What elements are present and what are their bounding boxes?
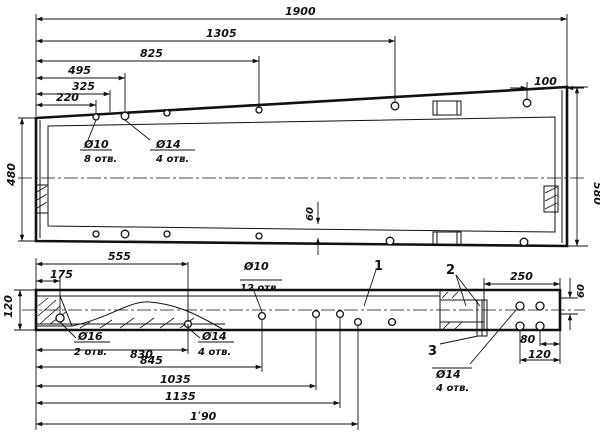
hole bbox=[353, 317, 363, 327]
dim-825: 825 bbox=[140, 47, 163, 60]
hole bbox=[522, 98, 532, 108]
top-crossmember-lower bbox=[432, 231, 462, 246]
hole bbox=[120, 111, 130, 121]
callout-d14-right: Ø14 bbox=[435, 368, 461, 381]
hole bbox=[92, 113, 100, 121]
dim-1190: 1ʹ90 bbox=[190, 410, 217, 423]
hole bbox=[515, 321, 525, 331]
dim-580: 580 bbox=[591, 182, 600, 205]
top-right-bracket bbox=[543, 185, 559, 213]
dim-60-side: 60 bbox=[576, 284, 587, 298]
dim-100: 100 bbox=[534, 75, 557, 88]
callout-d10: Ø10 bbox=[83, 138, 109, 151]
hole bbox=[515, 301, 525, 311]
callout-d10-side: Ø10 bbox=[243, 260, 269, 273]
hole bbox=[335, 309, 345, 319]
side-gusset bbox=[71, 301, 225, 331]
top-holes-upper bbox=[92, 98, 532, 121]
dim-1900: 1900 bbox=[285, 5, 316, 18]
dim-325: 325 bbox=[72, 80, 95, 93]
dim-1035: 1035 bbox=[160, 373, 191, 386]
hole bbox=[535, 321, 545, 331]
dim-220: 220 bbox=[56, 91, 79, 104]
dim-120-right: 120 bbox=[528, 348, 551, 361]
side-gusset-hatch bbox=[79, 317, 195, 329]
dim-830: 830 bbox=[130, 348, 153, 361]
side-dimensions: 555 175 120 250 60 80 bbox=[2, 250, 587, 430]
top-frame-inner bbox=[47, 116, 556, 233]
callout-4-holes-side: 4 отв. bbox=[197, 347, 231, 358]
hole bbox=[311, 309, 321, 319]
side-hole-callouts: Ø16 2 отв. Ø14 4 отв. Ø10 12 отв. Ø14 4 … bbox=[59, 260, 517, 394]
hole bbox=[255, 232, 263, 240]
dim-1135: 1135 bbox=[165, 390, 196, 403]
side-reference-labels: 1 2 3 bbox=[363, 259, 481, 359]
side-view: 555 175 120 250 60 80 bbox=[2, 250, 587, 430]
top-dimensions: 1900 1305 825 495 325 220 100 48 bbox=[5, 5, 600, 255]
top-holes-lower bbox=[92, 229, 529, 247]
dim-845: 845 bbox=[140, 354, 163, 367]
dim-1305: 1305 bbox=[206, 27, 237, 40]
callout-2-holes: 2 отв. bbox=[74, 347, 107, 358]
hole bbox=[55, 313, 65, 323]
dim-480: 480 bbox=[5, 163, 18, 187]
side-right-bracket bbox=[439, 289, 488, 337]
dim-495: 495 bbox=[67, 64, 91, 77]
side-left-bracket bbox=[35, 295, 73, 327]
hole bbox=[385, 236, 395, 246]
callout-4-holes-right: 4 отв. bbox=[435, 383, 469, 394]
hole bbox=[387, 317, 397, 327]
hole bbox=[163, 230, 171, 238]
hole bbox=[519, 237, 529, 247]
callout-d14-side: Ø14 bbox=[201, 330, 227, 343]
hole bbox=[92, 230, 100, 238]
hole bbox=[390, 101, 400, 111]
dim-175: 175 bbox=[50, 268, 73, 281]
callout-d14: Ø14 bbox=[155, 138, 181, 151]
top-frame-outline bbox=[34, 85, 569, 248]
callout-12-holes: 12 отв. bbox=[240, 283, 280, 294]
ref-1: 1 bbox=[374, 259, 383, 274]
top-crossmember-upper bbox=[432, 100, 462, 116]
callout-8-holes: 8 отв. bbox=[84, 154, 117, 165]
top-view: 1900 1305 825 495 325 220 100 48 bbox=[5, 5, 600, 255]
ref-3: 3 bbox=[428, 344, 437, 359]
dim-555: 555 bbox=[108, 250, 131, 263]
ref-2: 2 bbox=[446, 263, 455, 278]
side-holes bbox=[55, 301, 545, 331]
top-left-bracket bbox=[35, 184, 49, 214]
dim-120-left: 120 bbox=[2, 295, 15, 318]
top-hole-callouts: Ø10 8 отв. Ø14 4 отв. bbox=[80, 119, 195, 165]
hole bbox=[163, 109, 171, 117]
dim-60-top: 60 bbox=[305, 207, 316, 221]
callout-d16: Ø16 bbox=[77, 330, 103, 343]
hole bbox=[120, 229, 130, 239]
callout-4-holes: 4 отв. bbox=[155, 154, 189, 165]
hole bbox=[535, 301, 545, 311]
dim-80: 80 bbox=[520, 333, 536, 346]
dim-250: 250 bbox=[510, 270, 533, 283]
hole bbox=[257, 311, 267, 321]
